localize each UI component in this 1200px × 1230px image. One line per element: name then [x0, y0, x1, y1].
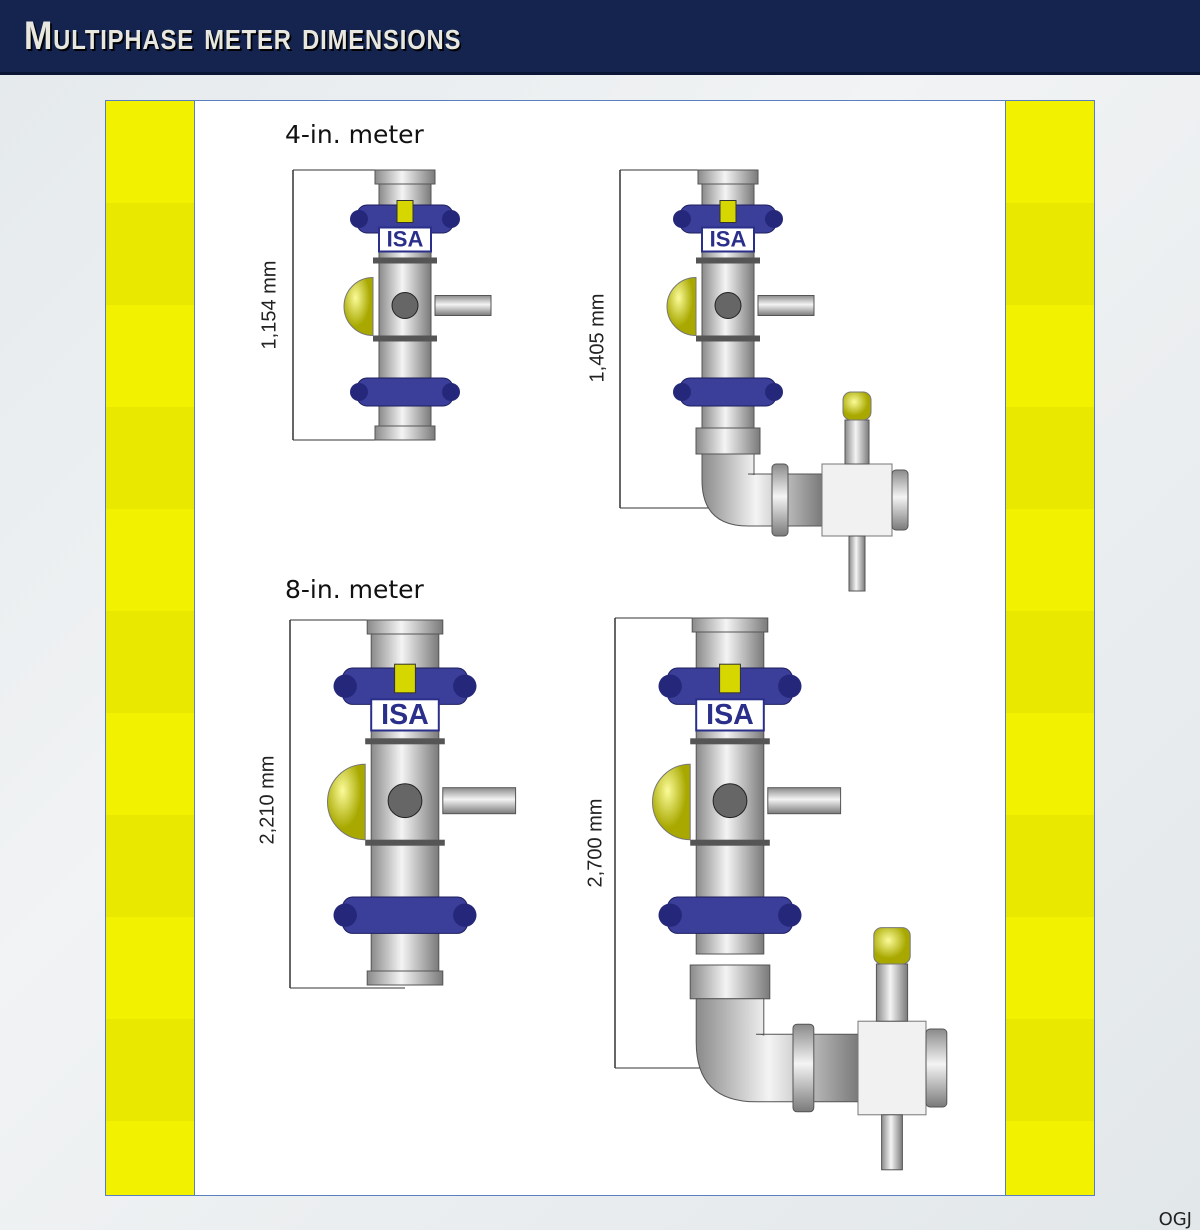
left-yellow-strip	[106, 101, 195, 1195]
clamp-bolt	[333, 903, 357, 927]
figure-frame	[105, 100, 1095, 1196]
frame-bar	[690, 738, 770, 745]
frame-bar	[690, 839, 770, 846]
meter-8in-straight: ISA	[289, 619, 517, 989]
drain-pipe	[881, 1114, 903, 1171]
block-outlet-flange	[925, 1028, 948, 1108]
clamp-bolt	[778, 903, 802, 927]
elbow-outlet-flange	[792, 1023, 815, 1113]
valve-block	[857, 1020, 927, 1116]
right-yellow-strip	[1005, 101, 1094, 1195]
meter-4in-elbow: ISA	[619, 169, 909, 592]
dimension-label-4in-elbow: 1,405 mm	[586, 293, 609, 383]
elbow-flange	[695, 427, 761, 455]
elbow-pipe	[701, 453, 823, 527]
top-flange	[691, 617, 769, 633]
sensor-top	[719, 200, 737, 223]
clamp-bolt	[673, 383, 691, 401]
yellow-source-cap	[666, 276, 697, 337]
detector-unit	[391, 292, 419, 319]
valve-stem	[875, 963, 909, 1022]
clamp-bolt	[453, 903, 477, 927]
dimension-label-8in-straight: 2,210 mm	[256, 755, 279, 845]
clamp-bolt	[350, 383, 368, 401]
logo-text: ISA	[710, 227, 747, 252]
side-pipe	[434, 295, 492, 316]
logo-band	[695, 698, 765, 732]
clamp-bolt	[673, 210, 691, 228]
yellow-source-cap	[652, 763, 691, 841]
dimension-label-4in-straight: 1,154 mm	[258, 260, 281, 350]
detector-unit	[712, 783, 748, 819]
logo-text: ISA	[706, 699, 754, 731]
yellow-source-cap	[343, 276, 374, 337]
logo-text: ISA	[387, 227, 424, 252]
frame-bar	[696, 257, 760, 264]
clamp-bolt	[453, 674, 477, 698]
side-pipe	[767, 787, 842, 815]
header-bar: Multiphase meter dimensions	[0, 0, 1200, 75]
logo-text: ISA	[381, 699, 429, 731]
clamp-bolt	[442, 210, 460, 228]
frame-bar	[373, 257, 437, 264]
side-pipe	[757, 295, 815, 316]
sensor-top	[719, 663, 741, 694]
elbow-flange	[689, 964, 771, 1000]
logo-band	[370, 698, 440, 732]
top-flange	[366, 619, 444, 635]
corner-credit: OGJ	[1158, 1209, 1192, 1230]
clamp-bolt	[778, 674, 802, 698]
detector-unit	[387, 783, 423, 819]
section-label-4in: 4-in. meter	[285, 120, 424, 149]
clamp-bolt	[442, 383, 460, 401]
clamp-bolt	[350, 210, 368, 228]
clamp-bolt	[765, 383, 783, 401]
bottom-flange	[374, 425, 436, 441]
clamp-ring	[342, 896, 468, 934]
frame-bar	[365, 839, 445, 846]
yellow-source-cap	[327, 763, 366, 841]
page-title: Multiphase meter dimensions	[24, 14, 462, 58]
frame-bar	[365, 738, 445, 745]
valve-block	[821, 463, 893, 537]
top-flange	[697, 169, 759, 185]
valve-stem	[844, 419, 870, 465]
clamp-ring	[679, 377, 777, 407]
sensor-top	[394, 663, 416, 694]
elbow-outlet-flange	[771, 463, 789, 537]
elbow-pipe	[695, 998, 859, 1103]
side-pipe	[442, 787, 517, 815]
top-flange	[374, 169, 436, 185]
bottom-flange	[366, 970, 444, 986]
meter-8in-elbow: ISA	[614, 617, 948, 1171]
block-outlet-flange	[891, 469, 909, 531]
clamp-bolt	[658, 674, 682, 698]
clamp-bolt	[333, 674, 357, 698]
frame-bar	[696, 335, 760, 342]
clamp-bolt	[765, 210, 783, 228]
logo-band	[378, 226, 432, 253]
valve-actuator	[842, 391, 872, 421]
logo-band	[701, 226, 755, 253]
valve-actuator	[873, 927, 911, 965]
detector-unit	[714, 292, 742, 319]
clamp-bolt	[658, 903, 682, 927]
frame-bar	[373, 335, 437, 342]
dimension-label-8in-elbow: 2,700 mm	[584, 798, 607, 888]
section-label-8in: 8-in. meter	[285, 575, 424, 604]
clamp-ring	[356, 377, 454, 407]
sensor-top	[396, 200, 414, 223]
clamp-ring	[667, 896, 793, 934]
meter-4in-straight: ISA	[292, 169, 492, 441]
drain-pipe	[848, 535, 866, 592]
